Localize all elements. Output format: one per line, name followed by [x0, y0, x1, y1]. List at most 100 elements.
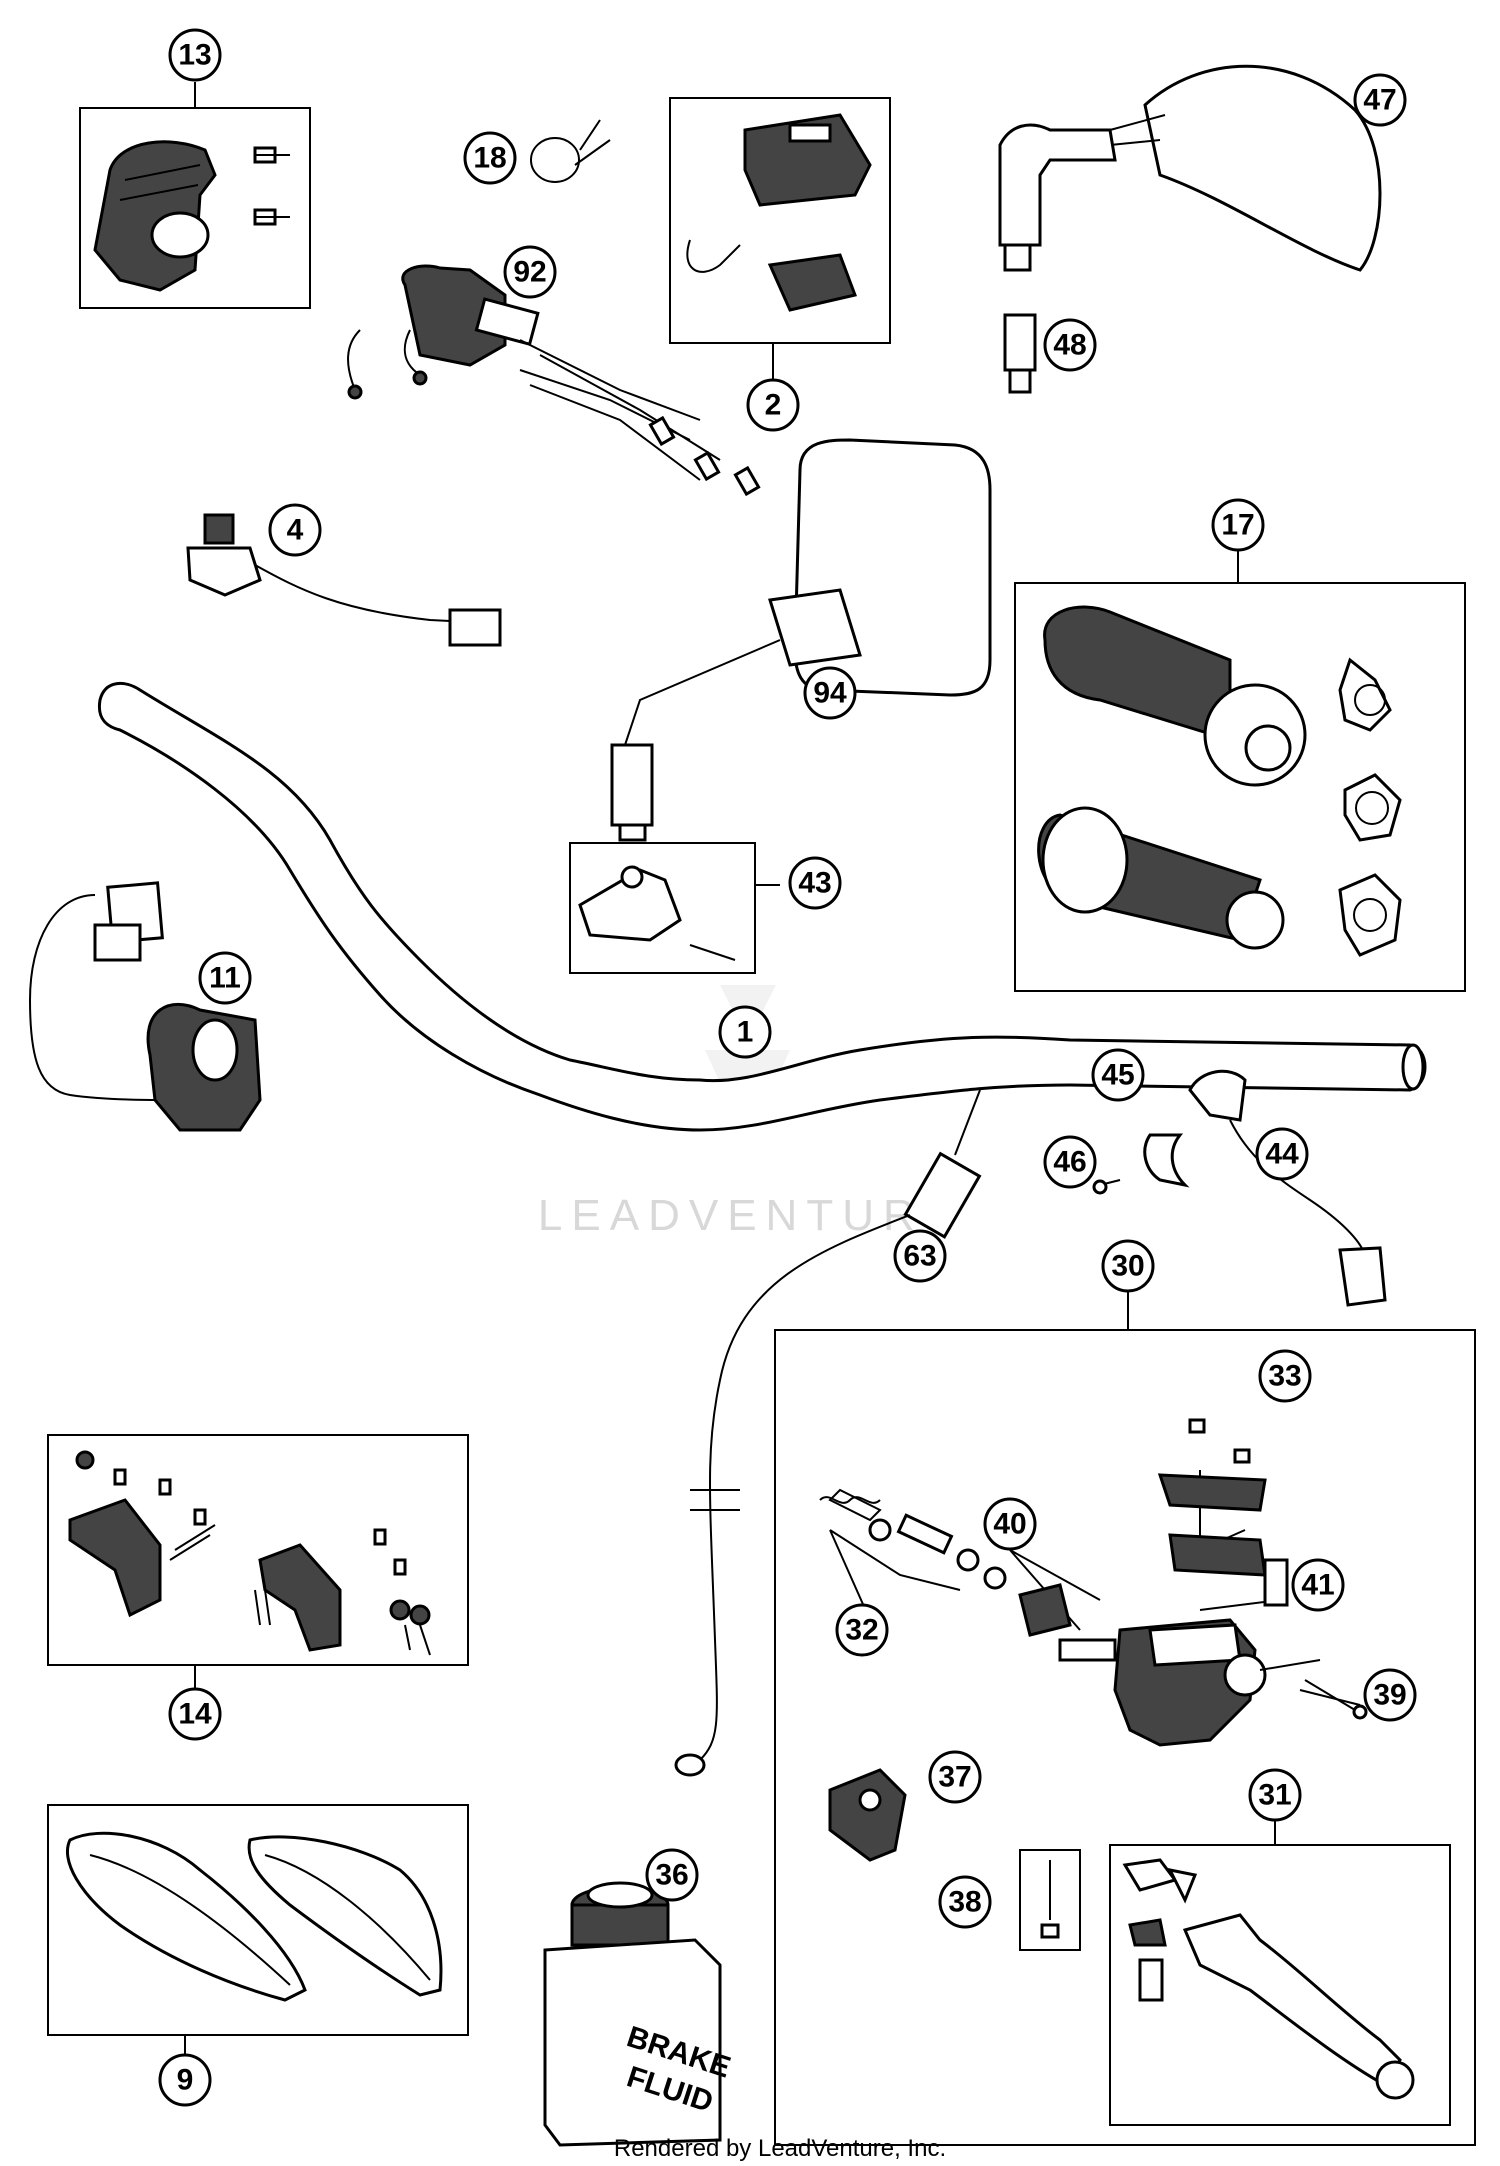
callout-number: 39: [1373, 1679, 1406, 1712]
callout-bubble: [463, 131, 517, 185]
callout-number: 47: [1363, 84, 1396, 117]
callout-bubble: [503, 245, 557, 299]
callout-bubble: [803, 666, 857, 720]
callout-number: 14: [178, 1698, 212, 1731]
callout-4: 4: [268, 503, 322, 557]
callout-number: 2: [765, 389, 782, 422]
callout-18: 18: [463, 131, 517, 185]
part-40-piston: [1009, 1549, 1117, 1662]
callout-30: 30: [1101, 1239, 1155, 1293]
callout-94: 94: [803, 666, 857, 720]
callout-45: 45: [1091, 1048, 1145, 1102]
callout-47: 47: [1353, 73, 1407, 127]
part-41-bolt: [1263, 1558, 1289, 1607]
callout-number: 11: [209, 962, 241, 995]
callout-bubble: [938, 1875, 992, 1929]
part-38-lever-screw: [1019, 1849, 1081, 1951]
callout-bubble: [168, 28, 222, 82]
callout-9: 9: [158, 2053, 212, 2107]
callout-bubble: [198, 951, 252, 1005]
callout-44: 44: [1255, 1127, 1309, 1181]
part-92-throttle-assembly: [347, 264, 761, 497]
callout-36: 36: [645, 1848, 699, 1902]
callout-number: 18: [473, 142, 506, 175]
part-46-screw: [1092, 1179, 1121, 1195]
callout-number: 41: [1301, 1569, 1334, 1602]
callout-37: 37: [928, 1750, 982, 1804]
part-31-brake-lever: [1109, 1815, 1451, 2126]
callout-number: 46: [1053, 1146, 1086, 1179]
callout-32: 32: [835, 1603, 889, 1657]
credit: Rendered by LeadVenture, Inc.: [614, 2135, 946, 2162]
callout-bubble: [1043, 1135, 1097, 1189]
callout-bubble: [645, 1848, 699, 1902]
callout-39: 39: [1363, 1668, 1417, 1722]
callout-92: 92: [503, 245, 557, 299]
callout-number: 92: [513, 256, 546, 289]
callout-number: 13: [178, 39, 211, 72]
part-4-switch-cable: [186, 513, 502, 647]
callout-number: 44: [1265, 1138, 1299, 1171]
callout-number: 38: [948, 1886, 981, 1919]
callout-2: 2: [746, 378, 800, 432]
callout-number: 63: [903, 1240, 936, 1273]
callout-number: 9: [177, 2064, 194, 2097]
callout-number: 30: [1111, 1250, 1144, 1283]
callout-bubble: [1291, 1558, 1345, 1612]
callout-number: 43: [798, 867, 831, 900]
callout-bubble: [1258, 1349, 1312, 1403]
callout-bubble: [1091, 1048, 1145, 1102]
callout-bubble: [1043, 318, 1097, 372]
callout-43: 43: [788, 856, 842, 910]
callout-bubble: [268, 503, 322, 557]
part-13-switch: [79, 82, 311, 309]
callout-46: 46: [1043, 1135, 1097, 1189]
callout-bubble: [168, 1687, 222, 1741]
callout-bubble: [835, 1603, 889, 1657]
part-30-master-cylinder: [774, 1290, 1476, 2146]
callout-13: 13: [168, 28, 222, 82]
callout-number: 94: [813, 677, 847, 710]
callout-1: 1: [718, 1005, 772, 1059]
callout-63: 63: [893, 1229, 947, 1283]
part-48-mirror-adapter: [1003, 313, 1037, 394]
callout-bubble: [1211, 498, 1265, 552]
callout-number: 48: [1053, 329, 1086, 362]
callout-bubble: [928, 1750, 982, 1804]
callout-bubble: [718, 1005, 772, 1059]
callout-bubble: [1101, 1239, 1155, 1293]
callout-bubble: [788, 856, 842, 910]
callout-number: 31: [1258, 1779, 1291, 1812]
part-14-brackets: [47, 1434, 469, 1690]
part-47-mirror: [998, 64, 1382, 272]
part-9-hand-guards: [47, 1804, 469, 2060]
callout-41: 41: [1291, 1558, 1345, 1612]
callout-number: 4: [287, 514, 304, 547]
callout-bubble: [893, 1229, 947, 1283]
callout-33: 33: [1258, 1349, 1312, 1403]
callout-bubble: [746, 378, 800, 432]
part-36-brake-fluid: BRAKE FLUID: [543, 1881, 734, 2147]
callout-bubble: [1363, 1668, 1417, 1722]
callout-bubble: [1248, 1768, 1302, 1822]
callout-number: 36: [655, 1859, 688, 1892]
callout-bubble: [1353, 73, 1407, 127]
part-18-cable-tie: [530, 119, 611, 183]
callout-bubble: [158, 2053, 212, 2107]
callout-17: 17: [1211, 498, 1265, 552]
part-45-clip: [1143, 1133, 1190, 1188]
callout-14: 14: [168, 1687, 222, 1741]
callout-number: 17: [1221, 509, 1254, 542]
callout-number: 32: [845, 1614, 878, 1647]
part-1-handlebar: [97, 681, 1427, 1132]
part-32-spring: [819, 1488, 1007, 1621]
watermark: LEADVENTURE: [538, 1191, 962, 1240]
callout-48: 48: [1043, 318, 1097, 372]
callout-number: 40: [993, 1508, 1026, 1541]
callout-bubble: [983, 1497, 1037, 1551]
callout-number: 33: [1268, 1360, 1301, 1393]
part-master-cylinder-body: [1113, 1618, 1267, 1747]
callout-11: 11: [198, 951, 252, 1005]
